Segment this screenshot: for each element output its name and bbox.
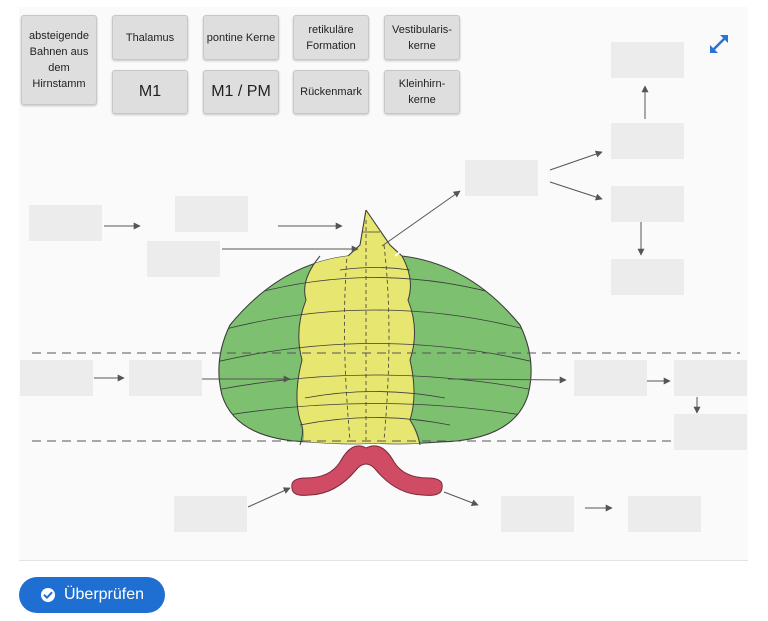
chip-vestibulariskerne[interactable]: Vestibularis- kerne xyxy=(384,15,460,60)
chip-retikulaere-formation[interactable]: retikuläre Formation xyxy=(293,15,369,60)
chip-m1[interactable]: M1 xyxy=(112,70,188,114)
expand-icon[interactable] xyxy=(706,31,732,57)
drop-zone[interactable] xyxy=(501,496,574,532)
cerebellar-peduncles xyxy=(291,445,443,496)
drop-zone[interactable] xyxy=(29,205,102,241)
check-button-label: Überprüfen xyxy=(63,586,145,603)
chip-absteigende-bahnen[interactable]: absteigende Bahnen aus dem Hirnstamm xyxy=(21,15,97,105)
drop-zone[interactable] xyxy=(129,360,202,396)
drop-zone[interactable] xyxy=(611,123,684,159)
drop-zone[interactable] xyxy=(611,186,684,222)
drop-zone[interactable] xyxy=(674,414,747,450)
drop-zone[interactable] xyxy=(628,496,701,532)
chip-rueckenmark[interactable]: Rückenmark xyxy=(293,70,369,114)
vermis-region xyxy=(297,210,420,444)
chip-thalamus[interactable]: Thalamus xyxy=(112,15,188,60)
drop-zone[interactable] xyxy=(20,360,93,396)
drop-zone[interactable] xyxy=(147,241,220,277)
drop-zone[interactable] xyxy=(574,360,647,396)
drop-zone[interactable] xyxy=(611,259,684,295)
chip-pontine-kerne[interactable]: pontine Kerne xyxy=(203,15,279,60)
check-circle-icon xyxy=(40,588,55,602)
chip-m1-pm[interactable]: M1 / PM xyxy=(203,70,279,114)
chip-kleinhirnkerne[interactable]: Kleinhirn- kerne xyxy=(384,70,460,114)
drop-zone[interactable] xyxy=(611,42,684,78)
drop-zone[interactable] xyxy=(465,160,538,196)
drop-zone[interactable] xyxy=(674,360,747,396)
drop-zone[interactable] xyxy=(175,196,248,232)
drop-zone[interactable] xyxy=(174,496,247,532)
check-button[interactable]: Überprüfen xyxy=(19,577,165,613)
divider xyxy=(19,560,748,561)
